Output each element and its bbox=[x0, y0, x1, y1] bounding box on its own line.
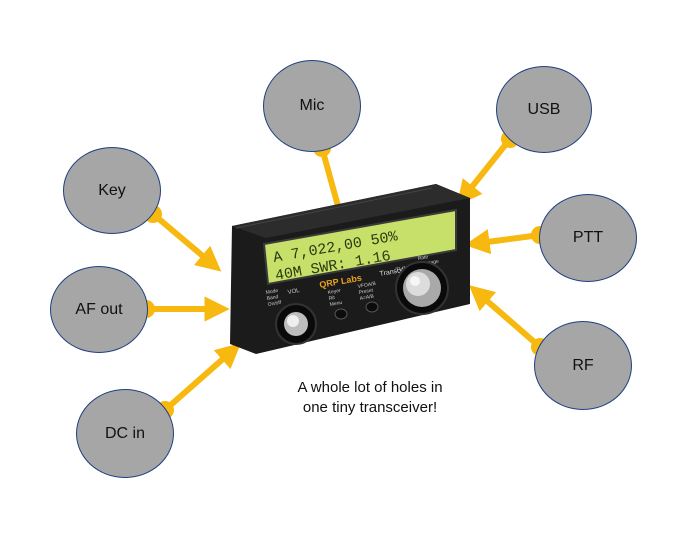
bubble-usb-label: USB bbox=[527, 100, 561, 118]
button-keyer[interactable] bbox=[334, 308, 348, 320]
bubble-key: Key bbox=[63, 147, 161, 234]
volume-knob[interactable] bbox=[275, 303, 317, 345]
vfoab-label: VFOA/B bbox=[357, 281, 377, 290]
bubble-ptt-label: PTT bbox=[572, 229, 604, 246]
arrow-key bbox=[151, 211, 222, 272]
bubble-dc-in-label: DC in bbox=[104, 424, 145, 442]
onoff-label: On/off bbox=[267, 300, 282, 308]
keyer-label: Keyer bbox=[327, 288, 341, 296]
bubble-usb: USB bbox=[496, 66, 592, 153]
bubble-mic: Mic bbox=[263, 60, 361, 152]
preset-label: Preset bbox=[358, 287, 374, 296]
rate-label: Rate bbox=[417, 254, 429, 262]
bubble-af-out-label: AF out bbox=[75, 300, 123, 318]
enclosure-edge bbox=[235, 187, 433, 229]
arrow-dc-in bbox=[163, 343, 242, 413]
aab-label: A=A/B bbox=[359, 293, 375, 302]
mode-label: Mode bbox=[265, 288, 279, 296]
bubble-rf: RF bbox=[534, 321, 632, 410]
menu-label: Menu bbox=[329, 300, 343, 308]
band-label: Band bbox=[266, 294, 279, 302]
bubble-dc-in: DC in bbox=[76, 389, 174, 478]
bubble-key-label: Key bbox=[98, 181, 126, 199]
bubble-ptt: PTT bbox=[539, 194, 637, 282]
caption-line-1: A whole lot of holes in bbox=[297, 379, 443, 396]
bubble-af-out: AF out bbox=[50, 266, 148, 353]
button-vfo[interactable] bbox=[365, 301, 379, 313]
arrow-rf bbox=[468, 285, 542, 350]
transceiver-image: A 7,022,00 50% 40M SWR: 1.16 QRP Labs Tr… bbox=[230, 184, 470, 354]
bubble-rf-label: RF bbox=[572, 356, 594, 374]
enclosure-top bbox=[232, 184, 470, 238]
caption-line-2: one tiny transceiver! bbox=[302, 399, 438, 416]
arrow-usb bbox=[456, 137, 513, 206]
vol-label: VOL bbox=[287, 288, 301, 296]
bubble-mic-label: Mic bbox=[299, 97, 325, 114]
tune-knob[interactable] bbox=[395, 261, 449, 315]
caption: A whole lot of holes in one tiny transce… bbox=[270, 378, 470, 418]
rit-label: Rit bbox=[328, 295, 336, 302]
